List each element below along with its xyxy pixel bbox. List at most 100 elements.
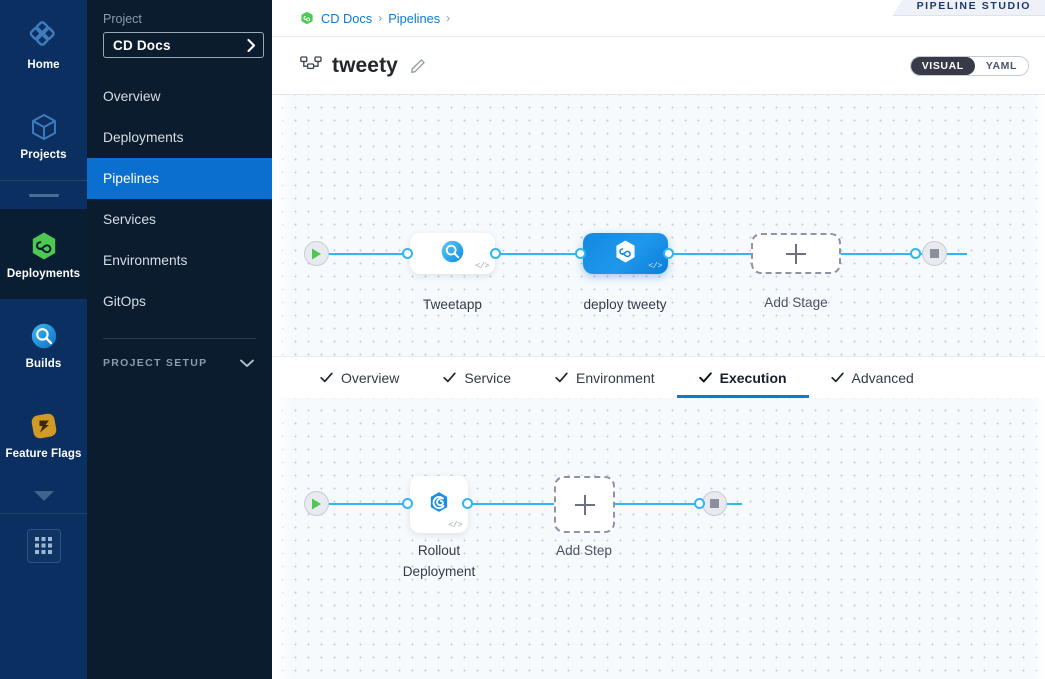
breadcrumb-separator-trailing: ›: [446, 11, 451, 25]
sidebar-item-label: Overview: [103, 89, 161, 104]
nav-more-button[interactable]: [0, 479, 87, 513]
breadcrumb-item-cd-docs[interactable]: CD Docs: [321, 10, 373, 26]
nav-collapse-handle[interactable]: [0, 181, 87, 209]
stage-node-label-tweetapp: Tweetapp: [423, 297, 482, 312]
sidebar-item-overview[interactable]: Overview: [87, 76, 272, 117]
step-link-1: [467, 503, 607, 505]
sidebar-item-label: Services: [103, 212, 156, 227]
sidebar-divider: [103, 338, 256, 339]
stage-link-2: [667, 253, 797, 255]
nav-item-feature-flags-label: Feature Flags: [5, 447, 82, 460]
rollout-hex-icon: [426, 489, 452, 520]
stage-port-e[interactable]: [910, 248, 921, 259]
nav-item-deployments[interactable]: Deployments: [0, 209, 87, 299]
step-node-label-line1: Rollout: [417, 543, 461, 558]
step-link-2: [582, 503, 742, 505]
play-icon: [312, 248, 321, 259]
tab-overview[interactable]: Overview: [298, 357, 421, 398]
stage-port-a[interactable]: [402, 248, 413, 259]
step-port-b[interactable]: [462, 498, 473, 509]
tab-label: Environment: [576, 369, 655, 386]
app-grid-icon[interactable]: [26, 528, 61, 563]
sidebar-item-deployments[interactable]: Deployments: [87, 117, 272, 158]
stop-icon: [710, 499, 719, 508]
nav-item-feature-flags[interactable]: Feature Flags: [0, 389, 87, 479]
check-icon: [830, 371, 844, 384]
page-title: tweety: [332, 53, 398, 77]
project-section-label: Project: [103, 12, 142, 26]
deployments-hex-icon: [27, 229, 61, 263]
project-hex-icon: [300, 11, 314, 25]
stage-link-1: [497, 253, 627, 255]
breadcrumb: CD Docs › Pipelines › PIPELINE STUDIO: [272, 0, 1045, 37]
pipeline-studio-badge: PIPELINE STUDIO: [892, 0, 1045, 16]
feature-flags-icon: [27, 409, 61, 443]
stage-node-tweetapp[interactable]: </>: [410, 233, 495, 274]
sidebar-item-pipelines[interactable]: Pipelines: [87, 158, 272, 199]
project-selector-value: CD Docs: [113, 37, 171, 53]
step-node-label-rollout-deployment: Rollout Deployment: [379, 540, 499, 582]
step-port-a[interactable]: [402, 498, 413, 509]
canvas-right-fade: [1031, 95, 1045, 356]
check-icon: [320, 371, 333, 384]
nav-item-projects[interactable]: Projects: [0, 90, 87, 180]
view-mode-toggle[interactable]: VISUAL YAML: [909, 55, 1029, 76]
tab-execution[interactable]: Execution: [676, 357, 809, 398]
tab-environment[interactable]: Environment: [533, 357, 677, 398]
check-icon: [555, 371, 568, 384]
stage-end-node[interactable]: [922, 241, 947, 266]
stop-icon: [930, 249, 939, 258]
tab-advanced[interactable]: Advanced: [809, 357, 936, 398]
primary-nav-rail: Home Projects Deployments: [0, 0, 87, 679]
sidebar-item-environments[interactable]: Environments: [87, 240, 272, 281]
nav-item-deployments-label: Deployments: [6, 267, 81, 280]
pipeline-studio-badge-label: PIPELINE STUDIO: [916, 0, 1031, 12]
stage-node-code-badge: </>: [475, 261, 489, 271]
sidebar-item-services[interactable]: Services: [87, 199, 272, 240]
breadcrumb-separator: ›: [378, 11, 383, 25]
canvas-right-fade: [1031, 398, 1045, 679]
add-stage-label: Add Stage: [764, 295, 828, 310]
project-setup-section[interactable]: PROJECT SETUP: [87, 339, 272, 369]
step-start-node[interactable]: [304, 491, 329, 516]
check-icon: [443, 371, 457, 384]
add-step-button[interactable]: [554, 476, 615, 533]
step-canvas[interactable]: </> Rollout Deployment Add Step: [272, 398, 1045, 679]
main-content: CD Docs › Pipelines › PIPELINE STUDIO tw…: [272, 0, 1045, 679]
tab-service[interactable]: Service: [421, 357, 533, 398]
step-end-node[interactable]: [702, 491, 727, 516]
sidebar-item-label: Environments: [103, 253, 188, 268]
mode-yaml-button[interactable]: YAML: [985, 59, 1017, 72]
chevron-down-icon: [240, 359, 254, 367]
check-icon: [698, 371, 712, 384]
stage-node-deploy-tweety[interactable]: </>: [583, 233, 668, 274]
pencil-icon[interactable]: [410, 58, 426, 74]
tab-label: Service: [464, 369, 512, 386]
nav-divider: [0, 180, 87, 181]
pipeline-header: tweety VISUAL YAML: [272, 37, 1045, 95]
breadcrumb-item-pipelines[interactable]: Pipelines: [388, 10, 441, 26]
project-nav-list: Overview Deployments Pipelines Services …: [87, 76, 272, 322]
mode-visual-button[interactable]: VISUAL: [910, 56, 975, 75]
stage-port-d[interactable]: [663, 248, 674, 259]
stage-port-b[interactable]: [490, 248, 501, 259]
nav-item-builds[interactable]: Builds: [0, 299, 87, 389]
stage-start-node[interactable]: [304, 241, 329, 266]
stage-port-c[interactable]: [575, 248, 586, 259]
add-step-label: Add Step: [556, 543, 612, 558]
step-port-c[interactable]: [694, 498, 705, 509]
chevron-right-icon: [247, 38, 256, 52]
step-node-label-line2: Deployment: [402, 564, 476, 580]
sidebar-item-gitops[interactable]: GitOps: [87, 281, 272, 322]
cube-icon: [27, 110, 61, 144]
nav-item-home[interactable]: Home: [0, 0, 87, 90]
stage-canvas[interactable]: </> Tweetapp </> deploy tweety: [272, 95, 1045, 356]
tab-label: Overview: [341, 369, 400, 386]
builds-circle-icon: [27, 319, 61, 353]
tab-label: Execution: [719, 369, 787, 386]
deploy-hex-icon: [612, 238, 639, 270]
project-selector[interactable]: CD Docs: [103, 32, 264, 58]
step-node-rollout-deployment[interactable]: </>: [410, 476, 468, 533]
plus-icon: [574, 494, 595, 515]
add-stage-button[interactable]: [751, 233, 841, 274]
